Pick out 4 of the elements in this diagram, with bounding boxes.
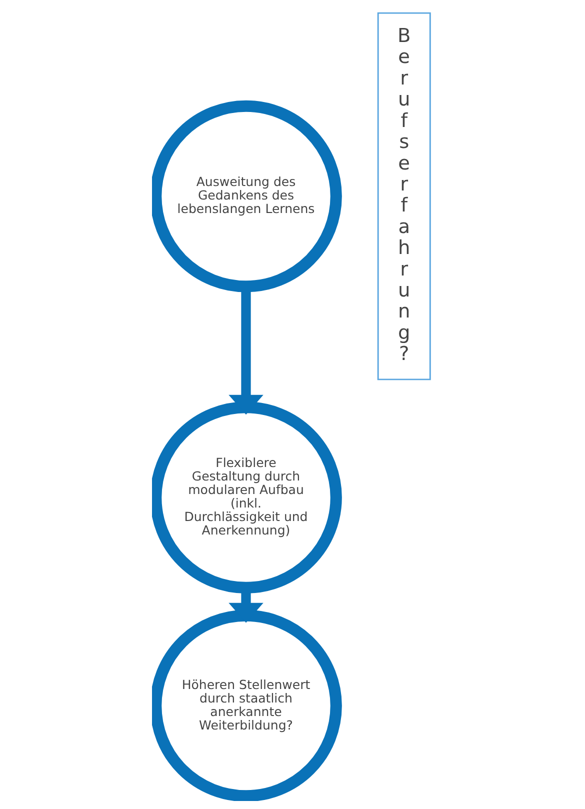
node-circle: Flexiblere Gestaltung durch modularen Aufbau (inkl. Durchlässigkeit und Anerkennung) — [152, 402, 342, 594]
node-circle: Höheren Stellenwert durch staatlich anerkannte Weiterbildung? — [152, 610, 342, 801]
node-box: Berufserfahrung? — [376, 12, 430, 380]
node-circle: Ausweitung des Gedankens des lebenslangen Lernens — [152, 100, 342, 292]
